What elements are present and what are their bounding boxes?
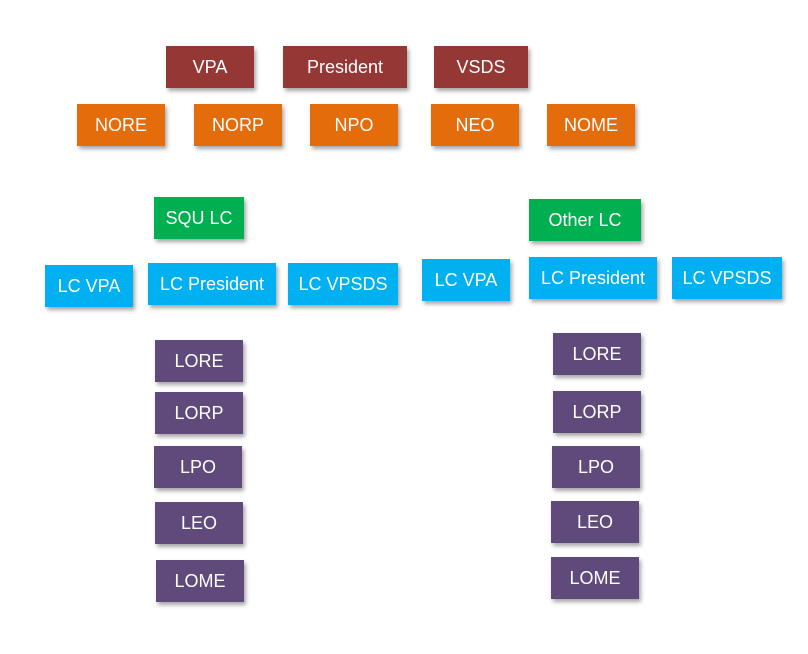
node-right-lpo: LPO: [552, 446, 640, 488]
node-right-lc-president: LC President: [529, 257, 657, 299]
node-norp: NORP: [194, 104, 282, 146]
node-right-lome: LOME: [551, 557, 639, 599]
node-squ-lc: SQU LC: [154, 197, 244, 239]
node-other-lc: Other LC: [529, 199, 641, 241]
node-npo: NPO: [310, 104, 398, 146]
node-vpa: VPA: [166, 46, 254, 88]
node-left-leo: LEO: [155, 502, 243, 544]
node-right-lc-vpa: LC VPA: [422, 259, 510, 301]
node-left-lc-vpa: LC VPA: [45, 265, 133, 307]
node-left-lc-president: LC President: [148, 263, 276, 305]
node-president: President: [283, 46, 407, 88]
node-left-lome: LOME: [156, 560, 244, 602]
node-neo: NEO: [431, 104, 519, 146]
node-left-lc-vpsds: LC VPSDS: [288, 263, 398, 305]
node-right-lore: LORE: [553, 333, 641, 375]
node-left-lorp: LORP: [155, 392, 243, 434]
node-vsds: VSDS: [434, 46, 528, 88]
node-left-lore: LORE: [155, 340, 243, 382]
node-right-lorp: LORP: [553, 391, 641, 433]
node-left-lpo: LPO: [154, 446, 242, 488]
node-right-lc-vpsds: LC VPSDS: [672, 257, 782, 299]
node-nome: NOME: [547, 104, 635, 146]
node-right-leo: LEO: [551, 501, 639, 543]
node-nore: NORE: [77, 104, 165, 146]
